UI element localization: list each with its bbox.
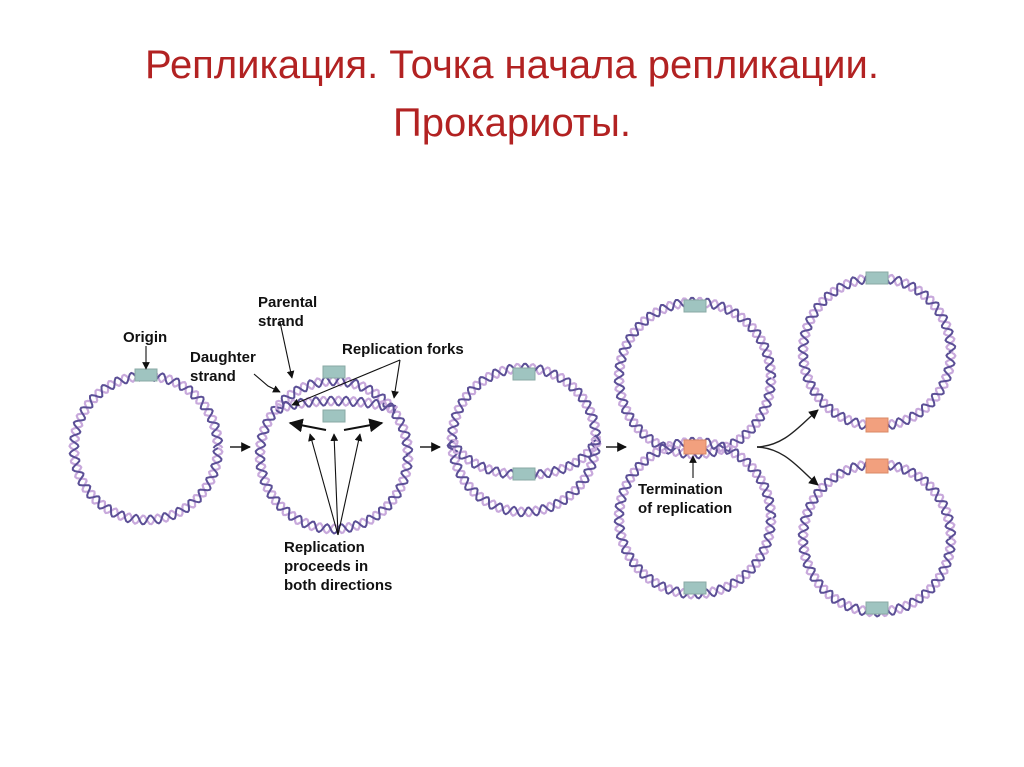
daughter-pointer <box>253 373 281 393</box>
dna-circle-3-b <box>446 362 602 518</box>
dna-circle-5-bottom-a <box>797 459 957 618</box>
dna-bubble-2-a <box>275 395 396 414</box>
split-arrow-up <box>756 409 819 448</box>
dna-circle-2-b <box>254 375 414 535</box>
dna-circle-4-bottom-b <box>613 436 777 600</box>
origin-box-1 <box>134 368 158 382</box>
dna-circle-4-top-a <box>613 296 777 460</box>
slide-title: Репликация. Точка начала репликации. Про… <box>0 36 1024 152</box>
title-line-1: Репликация. Точка начала репликации. <box>145 43 879 87</box>
split-arrow-down <box>756 446 819 486</box>
dna-circle-4-bottom-a <box>613 436 777 600</box>
dna-circle-1-a <box>68 370 224 526</box>
origin-box-2-parental <box>322 365 346 379</box>
proceeds-label-2: proceeds in <box>284 558 368 575</box>
origin-box-5-bottom <box>865 601 889 615</box>
proceeds-label-1: Replication <box>284 539 365 556</box>
dna-circle-5-top-a <box>797 273 957 432</box>
direction-arrow-left <box>288 418 327 433</box>
parental-label-1: Parental <box>258 294 317 311</box>
origin-box-4-bottom <box>683 581 707 595</box>
daughter-label-2: strand <box>190 368 236 385</box>
dna-circle-5-bottom-b <box>797 458 957 618</box>
dna-circle-4-top-b <box>613 296 777 460</box>
origin-box-3-top <box>512 367 536 381</box>
origin-box-4-top <box>683 299 707 313</box>
dna-strands <box>68 272 957 618</box>
dna-circle-2-a <box>254 376 414 535</box>
termination-box-4 <box>683 439 707 455</box>
proceeds-label-3: both directions <box>284 577 392 594</box>
dna-circle-5-top-b <box>797 272 957 432</box>
origin-box-3-bottom <box>512 467 536 481</box>
fork-pointer-left <box>291 359 401 406</box>
termination-label-1: Termination <box>638 481 723 498</box>
proceeds-pointer-1 <box>308 433 339 536</box>
proceeds-pointer-3 <box>337 433 363 536</box>
parental-label-2: strand <box>258 313 304 330</box>
forks-label: Replication forks <box>342 341 464 358</box>
origin-box-2-daughter <box>322 409 346 423</box>
direction-arrow-right <box>343 418 384 433</box>
termination-box-5-bottom <box>865 458 889 474</box>
termination-label-2: of replication <box>638 500 732 517</box>
parental-pointer <box>279 321 295 379</box>
site-boxes <box>134 271 889 615</box>
origin-label: Origin <box>123 329 167 346</box>
daughter-label-1: Daughter <box>190 349 256 366</box>
termination-box-5-top <box>865 417 889 433</box>
title-line-2: Прокариоты. <box>392 101 631 145</box>
proceeds-pointer-2 <box>330 433 339 536</box>
origin-box-5-top <box>865 271 889 285</box>
dna-circle-1-b <box>68 370 224 526</box>
fork-pointer-right <box>391 359 401 399</box>
